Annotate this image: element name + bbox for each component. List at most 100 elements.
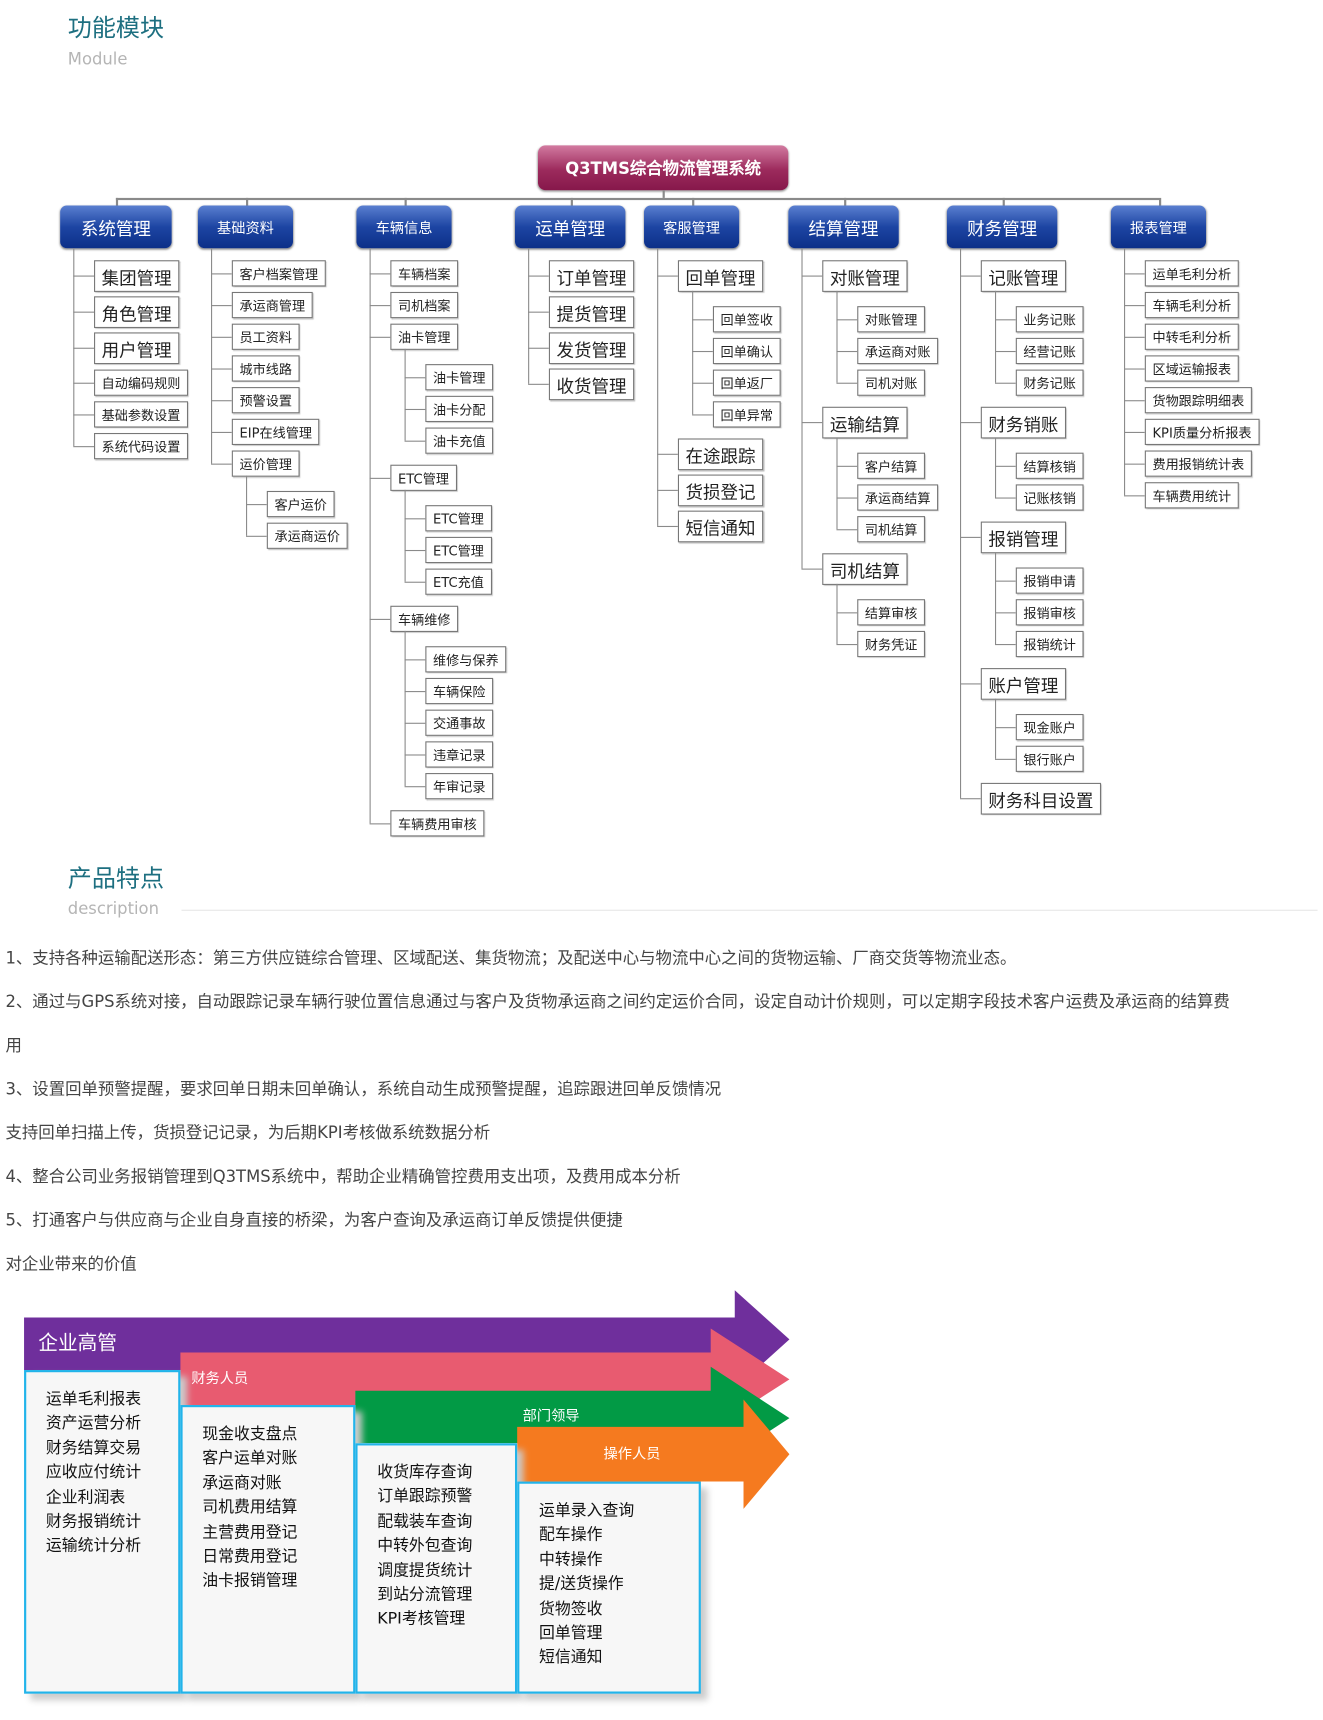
connector-line xyxy=(836,643,858,645)
connector-line xyxy=(994,437,997,497)
org-node: 承运商运价 xyxy=(266,522,348,549)
org-node: 司机档案 xyxy=(390,291,459,319)
category-header-6: 结算管理 xyxy=(788,205,899,249)
org-node: 城市线路 xyxy=(231,355,300,382)
section-divider xyxy=(181,909,1318,911)
connector-line xyxy=(657,248,659,526)
connector-line xyxy=(836,382,858,384)
connector-line xyxy=(1002,197,1005,206)
connector-line xyxy=(404,348,406,441)
connector-line xyxy=(1124,304,1145,306)
category-header-8: 报表管理 xyxy=(1110,205,1207,249)
connector-line xyxy=(404,630,406,786)
connector-line xyxy=(994,580,1016,582)
connector-line xyxy=(211,399,232,401)
org-node: 区域运输报表 xyxy=(1144,355,1239,382)
org-node: 客户档案管理 xyxy=(231,260,326,287)
org-node: 预警设置 xyxy=(231,387,300,414)
org-node: 客户运价 xyxy=(266,490,335,518)
role-item: 客户运单对账 xyxy=(202,1450,298,1468)
org-node: 维修与保养 xyxy=(425,646,507,673)
role-panel xyxy=(24,1370,181,1694)
connector-line xyxy=(404,440,426,442)
role-item: 运单毛利报表 xyxy=(45,1390,142,1409)
role-label: 企业高管 xyxy=(38,1331,117,1355)
category-header-7: 财务管理 xyxy=(946,205,1058,249)
connector-line xyxy=(801,422,823,424)
connector-line xyxy=(404,722,426,724)
org-node: 自动编码规则 xyxy=(94,369,189,396)
role-item: KPI考核管理 xyxy=(377,1611,466,1629)
connector-line xyxy=(73,347,95,349)
role-item: 回单管理 xyxy=(539,1624,603,1643)
role-item-list: 现金收支盘点客户运单对账承运商对账司机费用结算主营费用登记日常费用登记油卡报销管… xyxy=(202,1423,297,1594)
org-node: 收货管理 xyxy=(548,368,635,401)
feature-paragraph: 3、设置回单预警提醒，要求回单日期未回单确认，系统自动生成预警提醒，追踪跟进回单… xyxy=(5,1079,722,1099)
role-item: 资产运营分析 xyxy=(45,1415,142,1433)
module-subheading: Module xyxy=(67,49,128,69)
org-node: KPI质量分析报表 xyxy=(1144,418,1260,446)
org-node: 结算审核 xyxy=(857,599,926,626)
connector-line xyxy=(245,197,248,206)
org-node: 货物跟踪明细表 xyxy=(1144,387,1252,414)
connector-line xyxy=(115,197,1159,201)
org-node: 回单管理 xyxy=(677,260,764,292)
org-node: 员工资料 xyxy=(231,323,300,350)
connector-line xyxy=(1124,336,1145,338)
role-item: 中转操作 xyxy=(539,1551,603,1569)
connector-line xyxy=(960,275,981,277)
role-item: 调度提货统计 xyxy=(377,1562,473,1580)
connector-line xyxy=(692,318,713,320)
category-header-2: 基础资料 xyxy=(197,205,294,249)
org-node: 回单确认 xyxy=(712,337,781,365)
connector-line xyxy=(369,304,391,306)
connector-line xyxy=(843,197,846,206)
org-node: ETC管理 xyxy=(425,505,492,532)
role-item: 配载装车查询 xyxy=(377,1513,473,1531)
connector-line xyxy=(73,445,95,447)
connector-line xyxy=(211,304,232,306)
org-node: 油卡充值 xyxy=(425,427,494,454)
role-item: 运单录入查询 xyxy=(539,1502,635,1520)
org-node: 报销统计 xyxy=(1015,630,1084,658)
connector-line xyxy=(994,496,1016,499)
connector-line xyxy=(692,290,694,414)
feature-paragraph: 5、打通客户与供应商与企业自身直接的桥梁，为客户查询及承运商订单反馈提供便捷 xyxy=(5,1210,623,1231)
org-node: 运输结算 xyxy=(822,406,908,439)
org-node: ETC充值 xyxy=(425,568,492,595)
category-header-5: 客服管理 xyxy=(644,205,740,249)
category-header-4: 运单管理 xyxy=(514,205,626,249)
org-node: 承运商对账 xyxy=(857,337,939,365)
connector-line xyxy=(369,822,391,824)
org-node: 角色管理 xyxy=(94,296,180,329)
org-node: 车辆毛利分析 xyxy=(1144,291,1239,319)
connector-line xyxy=(404,489,406,582)
org-node: 车辆费用审核 xyxy=(390,810,485,837)
feature-paragraph: 1、支持各种运输配送形态：第三方供应链综合管理、区域配送、集货物流；及配送中心与… xyxy=(5,947,1017,968)
connector-line xyxy=(994,290,997,383)
connector-line xyxy=(836,290,838,383)
role-item: 配车操作 xyxy=(539,1526,603,1545)
connector-line xyxy=(246,475,248,536)
org-node: 交通事故 xyxy=(425,709,494,736)
role-label: 财务人员 xyxy=(191,1371,249,1388)
connector-line xyxy=(994,350,1016,352)
org-node: 油卡分配 xyxy=(425,395,494,423)
org-node: 油卡管理 xyxy=(390,323,459,350)
role-item: 订单跟踪预警 xyxy=(377,1488,473,1507)
connector-line xyxy=(960,798,981,800)
connector-line xyxy=(801,568,823,570)
connector-line xyxy=(1124,494,1145,496)
org-node: 短信通知 xyxy=(677,510,764,543)
connector-line xyxy=(73,248,75,446)
role-item: 货物签收 xyxy=(539,1600,603,1618)
role-arrow xyxy=(355,1366,790,1470)
feature-paragraph: 支持回单扫描上传，货损登记记录，为后期KPI考核做系统数据分析 xyxy=(5,1122,491,1143)
connector-line xyxy=(1124,431,1145,433)
connector-line xyxy=(211,272,232,274)
org-node: 财务科目设置 xyxy=(980,782,1102,815)
feature-paragraph: 2、通过与GPS系统对接，自动跟踪记录车辆行驶位置信息通过与客户及货物承运商之间… xyxy=(5,991,1230,1012)
role-item: 油卡报销管理 xyxy=(202,1572,298,1591)
